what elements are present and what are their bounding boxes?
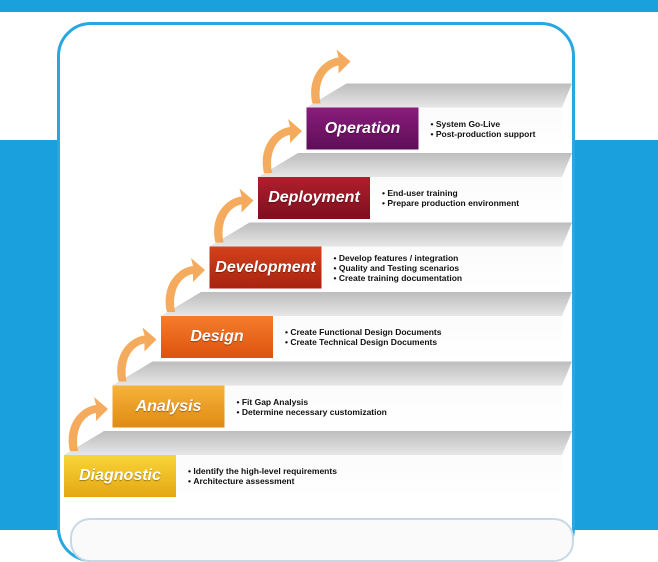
- bullet-item: Identify the high-level requirements: [188, 466, 337, 476]
- stair-tread: [209, 222, 572, 247]
- staircase-graphic: [64, 49, 572, 497]
- bullet-item: Create Technical Design Documents: [285, 337, 441, 347]
- bullet-item: Create training documentation: [334, 273, 462, 283]
- step-label: Analysis: [135, 397, 202, 415]
- step-label: Operation: [324, 119, 401, 137]
- bullet-item: Architecture assessment: [188, 476, 337, 486]
- step-box-operation: [306, 107, 419, 150]
- step-label: Diagnostic: [79, 467, 161, 484]
- stair-tread: [161, 292, 572, 316]
- curved-arrow-icon: [68, 397, 108, 451]
- bullet-item: Quality and Testing scenarios: [334, 263, 463, 273]
- step-box-deployment: [258, 177, 370, 219]
- curved-arrow-icon: [214, 188, 254, 243]
- bullet-item: Determine necessary customization: [237, 407, 387, 417]
- bullet-item: Fit Gap Analysis: [237, 397, 387, 407]
- step-box-development: [209, 246, 322, 289]
- bullet-item: Develop features / integration: [334, 253, 463, 263]
- step-box-diagnostic: [64, 455, 176, 497]
- stair-tread: [64, 431, 572, 455]
- step-bullets: System Go-LivePost-production support: [431, 119, 536, 139]
- step-box-design: [161, 316, 273, 358]
- step-box-analysis: [112, 385, 225, 428]
- step-label: Development: [215, 258, 316, 276]
- stair-tread: [306, 83, 572, 108]
- curved-arrow-icon: [262, 119, 302, 173]
- stair-tread: [258, 153, 572, 177]
- staircase-diagram: Diagnostic Identify the high-level requir…: [0, 0, 658, 530]
- bullet-item: Post-production support: [431, 129, 536, 139]
- step-bullets: Create Functional Design DocumentsCreate…: [285, 327, 441, 347]
- top-blue-band: [0, 0, 658, 12]
- step-label: Design: [190, 328, 244, 345]
- step-bullets: Develop features / integrationQuality an…: [334, 253, 463, 283]
- curved-arrow-icon: [117, 327, 157, 382]
- bullet-item: Create Functional Design Documents: [285, 327, 441, 337]
- bullet-item: Prepare production environment: [382, 198, 519, 208]
- curved-arrow-icon: [311, 49, 351, 104]
- step-label: Deployment: [268, 189, 360, 206]
- bullet-item: End-user training: [382, 188, 519, 198]
- stair-tread: [112, 361, 572, 386]
- step-bullets: Identify the high-level requirementsArch…: [188, 466, 337, 486]
- step-bullets: End-user trainingPrepare production envi…: [382, 188, 519, 208]
- step-bullets: Fit Gap AnalysisDetermine necessary cust…: [237, 397, 387, 417]
- bullet-item: System Go-Live: [431, 119, 536, 129]
- curved-arrow-icon: [165, 258, 205, 312]
